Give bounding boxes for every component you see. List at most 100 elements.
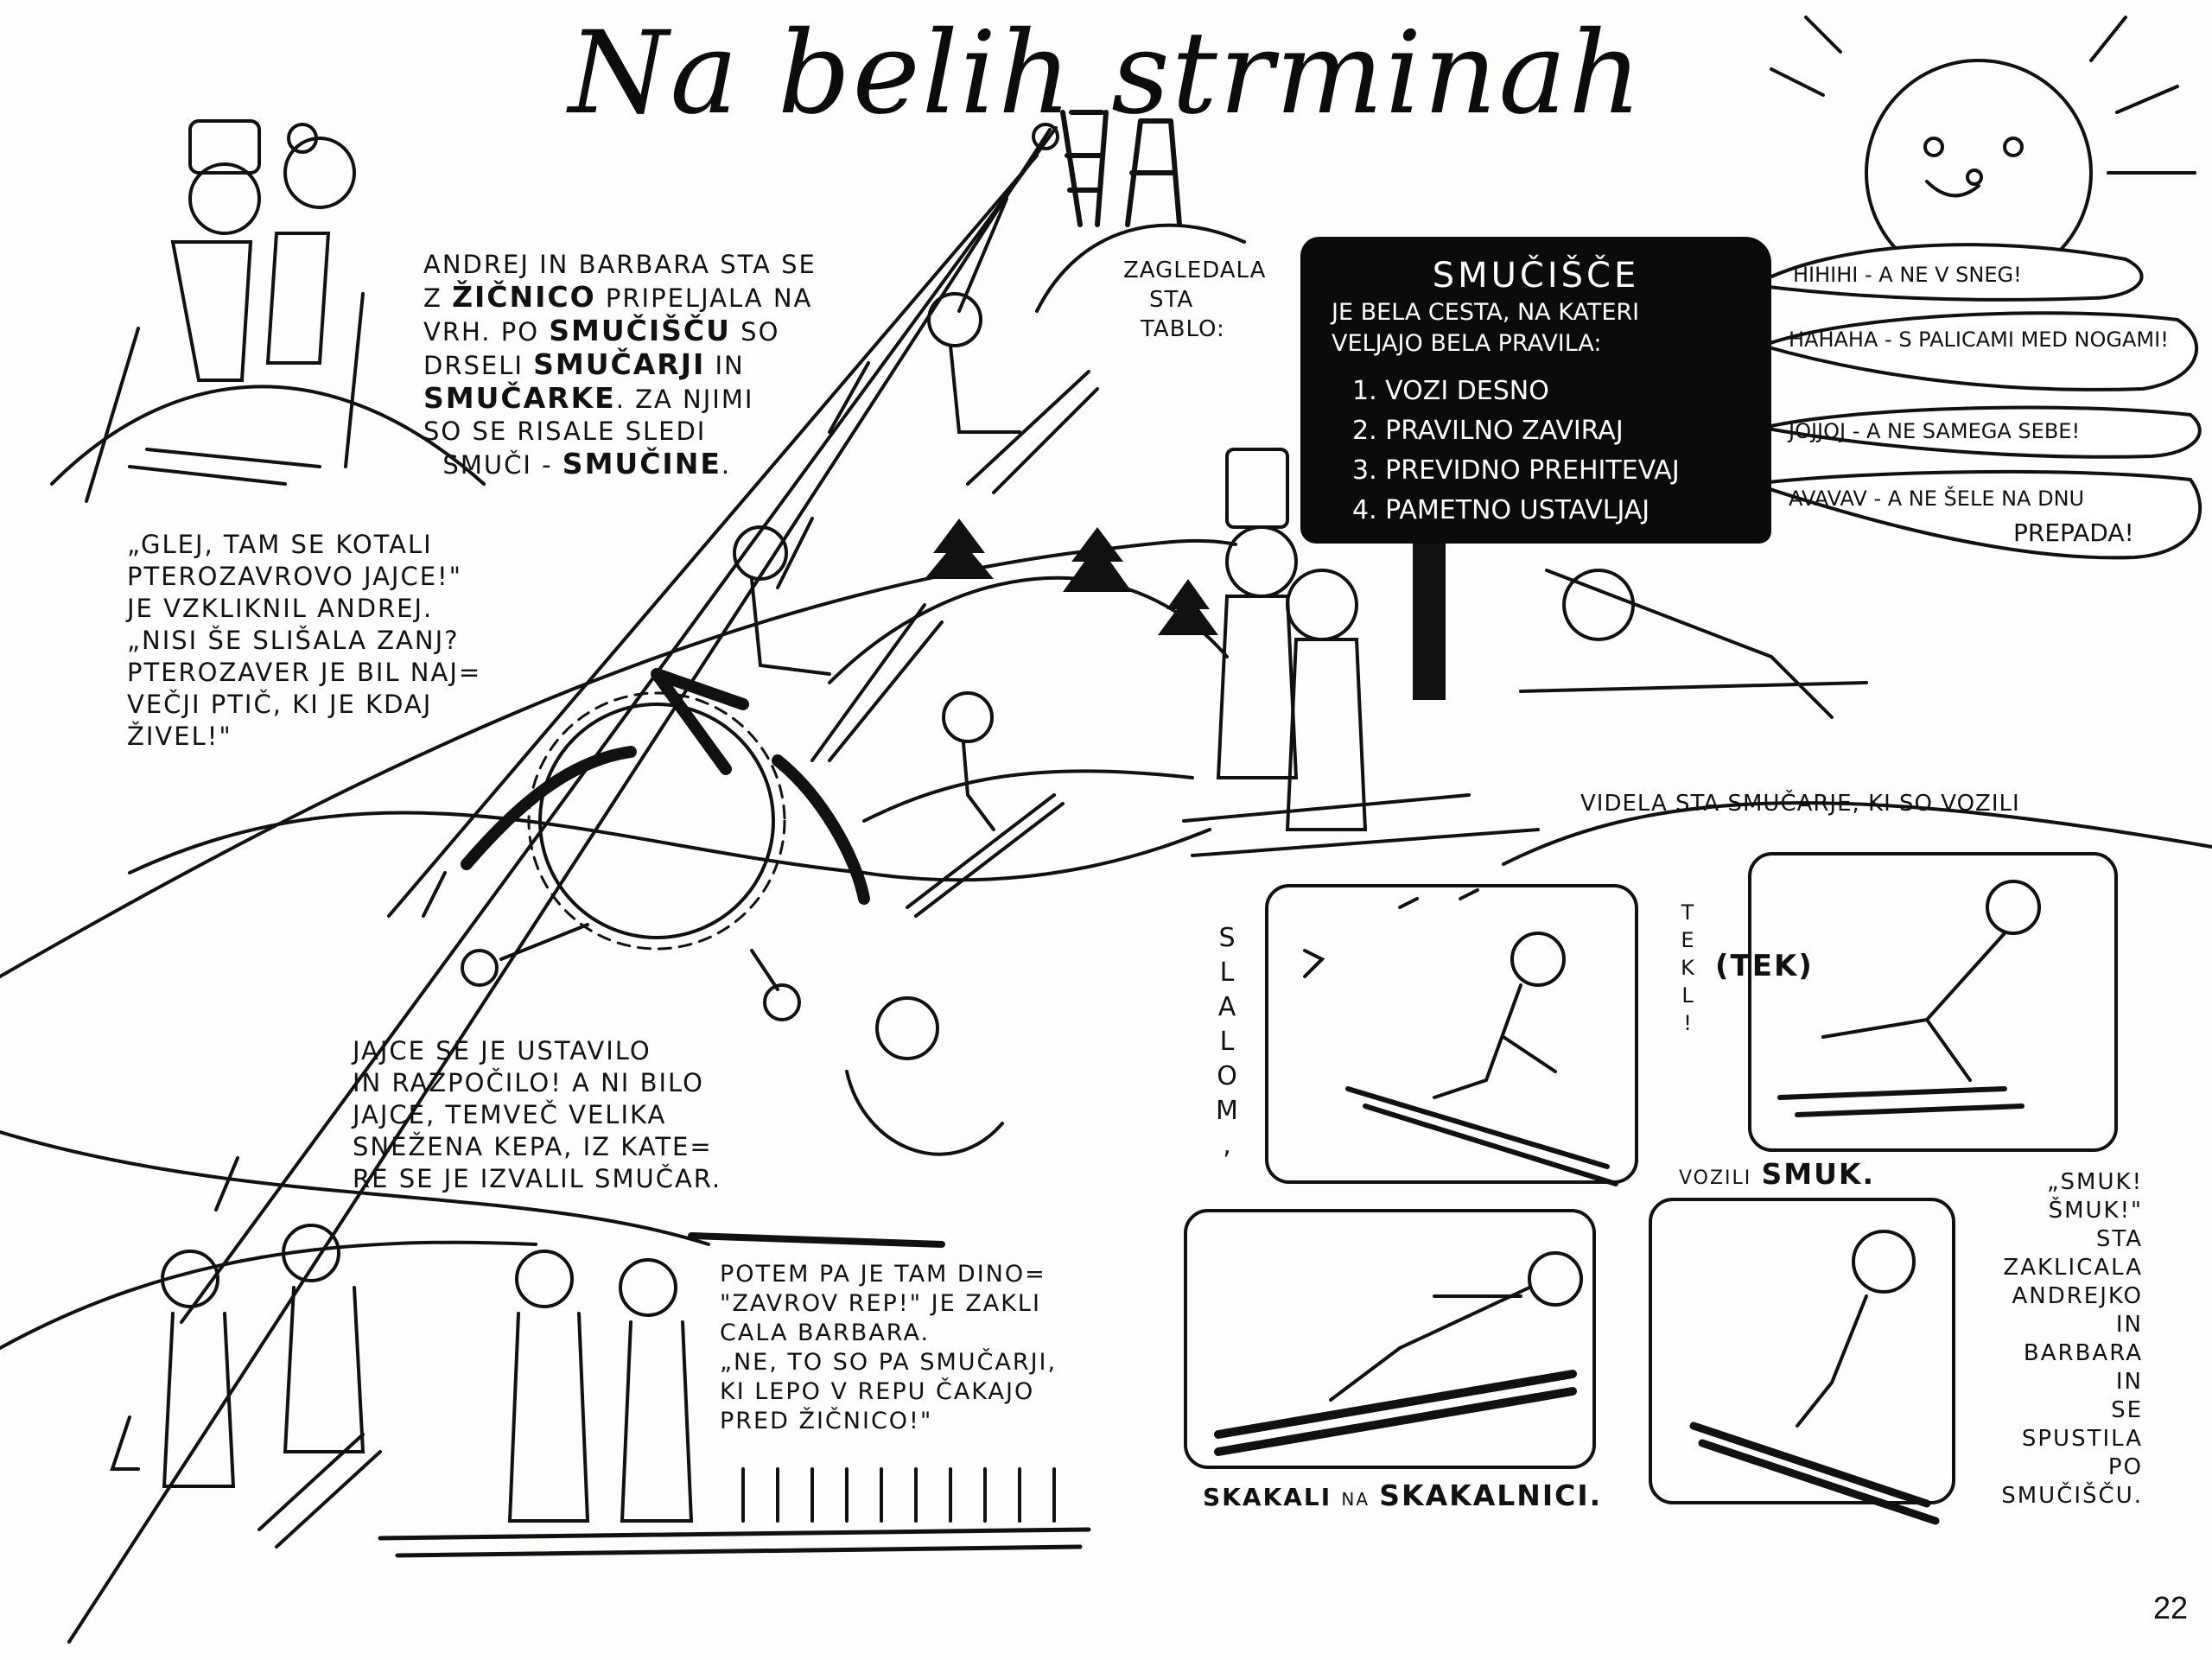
text-line: „SMUK! (2047, 1169, 2143, 1195)
sign-caption-3: TABLO: (1141, 316, 1225, 342)
text-line: SMUČI - SMUČINE. (423, 448, 817, 481)
ending-text: „SMUK! ŠMUK!" STA ZAKLICALA ANDREJKO IN … (1936, 1168, 2143, 1511)
bubble-hahaha: HAHAHA - S PALICAMI MED NOGAMI! (1789, 328, 2169, 352)
sign-caption-1: ZAGLEDALA (1123, 258, 1267, 283)
text-line: „GLEJ, TAM SE KOTALI (127, 530, 433, 559)
text-line: RE SE JE IZVALIL SMUČAR. (353, 1164, 722, 1193)
jump-mid: NA (1341, 1489, 1370, 1510)
bubble-jojjoj: JOJJOJ - A NE SAMEGA SEBE! (1789, 419, 2081, 443)
text-line: „NISI ŠE SLIŠALA ZANJ? (127, 626, 460, 655)
emphasized-term: SMUČINE (562, 447, 721, 480)
text-line: BARBARA (2023, 1340, 2143, 1366)
text-line: ANDREJKO (2012, 1283, 2143, 1309)
snowball-egg (461, 668, 870, 1021)
text-segment: SO (730, 317, 780, 347)
rule-item: 4. PAMETNO USTAVLJAJ (1352, 495, 1650, 525)
text-line: VRH. PO SMUČIŠČU SO (423, 315, 817, 348)
sign-subtitle: JE BELA CESTA, NA KATERI VELJAJO BELA PR… (1332, 297, 1639, 359)
text-segment: . (721, 450, 732, 480)
skiers-at-sign (1182, 448, 1868, 857)
text-line: IN RAZPOČILO! A NI BILO (353, 1068, 704, 1097)
text-line: PTEROZAVROVO JAJCE!" (127, 562, 462, 591)
jump-prefix: SKAKALI (1203, 1483, 1332, 1511)
letter: T (1681, 900, 1694, 925)
tekl-label: T E K L ! (1675, 899, 1700, 1037)
emphasized-term: SMUČIŠČU (549, 314, 731, 347)
text-line: STA (2095, 1226, 2143, 1252)
text-line: ŽIVEL!" (127, 722, 232, 751)
bubble-avavav-end: PREPADA! (2013, 518, 2134, 547)
text-line: DRSELI SMUČARJI IN (423, 348, 817, 382)
text-segment: IN (705, 351, 745, 380)
letter: S (1218, 923, 1236, 953)
andrej-and-barbara (85, 119, 365, 503)
text-line: JAJCE SE JE USTAVILO (353, 1036, 652, 1065)
text-line: IN (2115, 1369, 2143, 1395)
text-line: VELJAJO BELA PRAVILA: (1332, 330, 1602, 357)
text-segment: SO SE RISALE SLEDI (423, 417, 707, 446)
saw-skiers-caption: VIDELA STA SMUČARJE, KI SO VOZILI (1580, 791, 2020, 817)
letter: L (1219, 1027, 1235, 1057)
text-segment: ANDREJ IN BARBARA STA SE (423, 250, 817, 279)
text-line: ANDREJ IN BARBARA STA SE (423, 249, 817, 281)
smuk-prefix: VOZILI (1679, 1167, 1752, 1189)
text-line: PO (2107, 1454, 2143, 1480)
egg-dialogue: „GLEJ, TAM SE KOTALI PTEROZAVROVO JAJCE!… (127, 529, 481, 753)
letter: E (1681, 928, 1694, 952)
text-line: Z ŽIČNICO PRIPELJALA NA (423, 281, 817, 315)
text-line: POTEM PA JE TAM DINO= (720, 1261, 1046, 1288)
text-line: KI LEPO V REPU ČAKAJO (720, 1378, 1035, 1405)
letter: O (1217, 1061, 1237, 1091)
rule-item: 1. VOZI DESNO (1352, 376, 1549, 406)
sign-post (1413, 536, 1446, 700)
jump-word: SKAKALNICI. (1379, 1479, 1603, 1512)
smuk-word: SMUK. (1761, 1157, 1876, 1191)
text-line: ZAKLICALA (2003, 1255, 2143, 1281)
text-line: SMUČARKE. ZA NJIMI (423, 382, 817, 416)
sign-caption: ZAGLEDALA STA TABLO: (1123, 256, 1266, 344)
emphasized-term: ŽIČNICO (452, 280, 596, 314)
emphasized-term: SMUČARJI (533, 347, 706, 381)
text-line: SE (2111, 1397, 2143, 1423)
sign-caption-2: STA (1149, 287, 1194, 313)
rule-item: 2. PRAVILNO ZAVIRAJ (1352, 416, 1624, 446)
speech-bubbles (1748, 243, 2202, 560)
smuk-caption: VOZILI SMUK. (1679, 1158, 1875, 1194)
text-segment: VRH. PO (423, 317, 550, 347)
queue-dialogue: POTEM PA JE TAM DINO= "ZAVROV REP!" JE Z… (720, 1260, 1057, 1436)
letter: ! (1683, 1011, 1692, 1035)
slope-skiers (688, 292, 1099, 1248)
hills (0, 223, 2212, 1350)
text-segment: DRSELI (423, 351, 534, 380)
page-number: 22 (2153, 1590, 2189, 1625)
letter: , (1223, 1130, 1231, 1161)
text-line: "ZAVROV REP!" JE ZAKLI (720, 1290, 1041, 1317)
text-line: VEČJI PTIČ, KI JE KDAJ (127, 690, 433, 719)
emphasized-term: SMUČARKE (423, 381, 616, 415)
page-title: Na belih strminah (568, 7, 1644, 140)
text-line: IN (2115, 1312, 2143, 1338)
bubble-avavav: AVAVAV - A NE ŠELE NA DNU (1789, 487, 2085, 511)
sign-heading: SMUČIŠČE (1432, 256, 1640, 296)
text-line: PRED ŽIČNICO!" (720, 1408, 933, 1434)
snowball-text: JAJCE SE JE USTAVILO IN RAZPOČILO! A NI … (353, 1035, 721, 1195)
text-line: ŠMUK!" (2048, 1198, 2143, 1224)
sign-rules: 1. VOZI DESNO 2. PRAVILNO ZAVIRAJ 3. PRE… (1352, 372, 1680, 531)
pine-trees (925, 518, 1218, 635)
text-line: SMUČIŠČU. (2001, 1483, 2143, 1509)
panel-frames (1184, 852, 2118, 1504)
letter: L (1219, 957, 1235, 988)
bubble-hihihi: HIHIHI - A NE V SNEG! (1793, 263, 2022, 287)
slalom-label: S L A L O M , (1214, 921, 1240, 1163)
tek-sound: (TEK) (1715, 949, 1814, 983)
text-line: PTEROZAVER JE BIL NAJ= (127, 658, 482, 687)
letter: K (1681, 956, 1694, 980)
text-line: JE BELA CESTA, NA KATERI (1332, 299, 1640, 326)
text-line: SPUSTILA (2021, 1426, 2143, 1452)
rule-item: 3. PREVIDNO PREHITEVAJ (1352, 455, 1680, 486)
text-line: SO SE RISALE SLEDI (423, 416, 817, 448)
text-line: SNEŽENA KEPA, IZ KATE= (353, 1132, 713, 1161)
text-line: „NE, TO SO PA SMUČARJI, (720, 1349, 1058, 1376)
